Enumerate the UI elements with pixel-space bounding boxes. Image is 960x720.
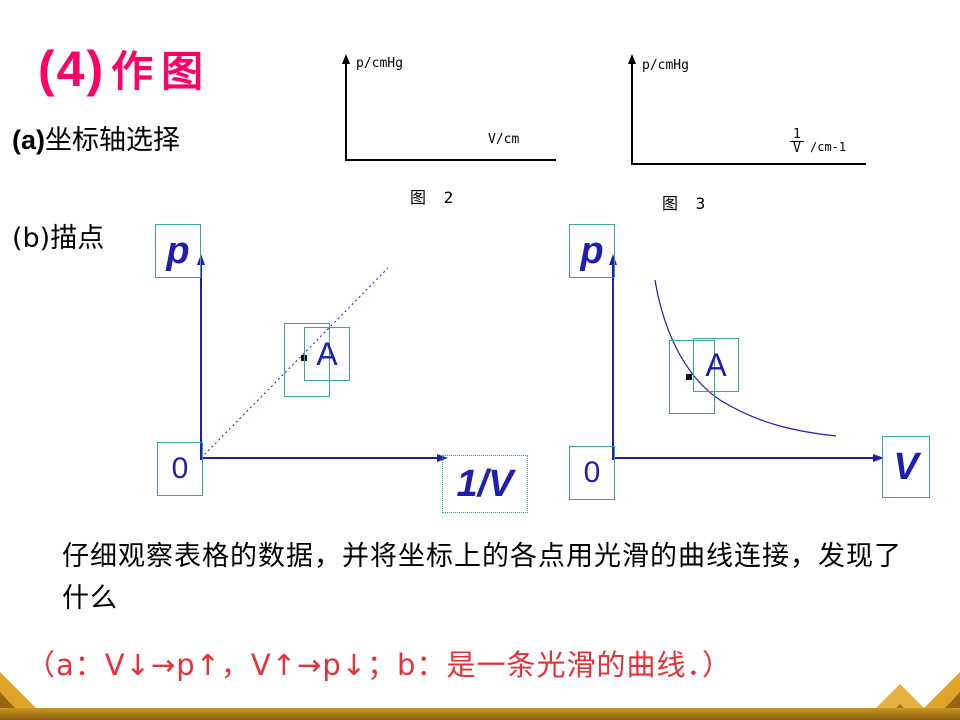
fig3-x-unit: /cm-1 — [810, 140, 847, 154]
right-x-label: V — [893, 445, 919, 488]
left-point-a-box: A — [304, 327, 350, 381]
answer-text: （a：V↓→p↑，V↑→p↓；b：是一条光滑的曲线．） — [26, 648, 732, 682]
fig3-caption: 图 3 — [662, 194, 710, 213]
right-y-arrow — [609, 254, 617, 265]
fig3-x-frac-num: 1 — [790, 128, 804, 142]
step-a-text: 坐标轴选择 — [45, 125, 180, 156]
step-a: (a)坐标轴选择 — [12, 118, 180, 157]
right-x-arrow — [873, 454, 884, 462]
title-number: (4) — [38, 41, 106, 97]
observation-text: 仔细观察表格的数据，并将坐标上的各点用光滑的曲线连接，发现了什么 — [62, 541, 902, 614]
fig3-axes — [628, 54, 866, 165]
fig3-x-frac-den: V — [793, 141, 801, 156]
step-b: (b)描点 — [12, 223, 105, 254]
right-origin-label: 0 — [583, 456, 601, 489]
left-y-label: p — [166, 229, 190, 272]
right-origin-box: 0 — [569, 446, 615, 500]
right-x-label-box: V — [882, 436, 930, 498]
slide-title: (4)作图 — [38, 38, 211, 99]
fig2-y-label: p/cmHg — [356, 56, 403, 71]
right-point-a-dot — [686, 374, 692, 380]
fig3-y-label: p/cmHg — [642, 58, 689, 73]
left-y-arrow — [197, 254, 205, 265]
left-x-label: 1/V — [456, 462, 514, 505]
left-origin-label: 0 — [171, 452, 189, 485]
left-point-box-outer — [284, 323, 330, 397]
left-point-a-label: A — [316, 335, 338, 372]
left-p-label-box: p — [155, 224, 201, 278]
bottom-bar — [0, 708, 960, 720]
title-text: 作图 — [111, 47, 212, 96]
right-point-a-label: A — [705, 346, 727, 383]
right-y-label: p — [580, 229, 604, 272]
fig2-caption: 图 2 — [410, 188, 458, 207]
right-hyperbola-curve — [654, 279, 837, 437]
fig2-x-label: V/cm — [488, 132, 520, 147]
step-a-prefix: (a) — [12, 125, 45, 155]
left-origin-box: 0 — [157, 442, 203, 496]
fig2-axes — [342, 54, 556, 161]
right-point-a-box: A — [693, 338, 739, 392]
right-p-label-box: p — [569, 224, 615, 278]
fig3-x-label: 1 V — [790, 128, 804, 155]
right-point-box-outer — [669, 340, 715, 414]
left-x-label-box: 1/V — [442, 455, 528, 513]
